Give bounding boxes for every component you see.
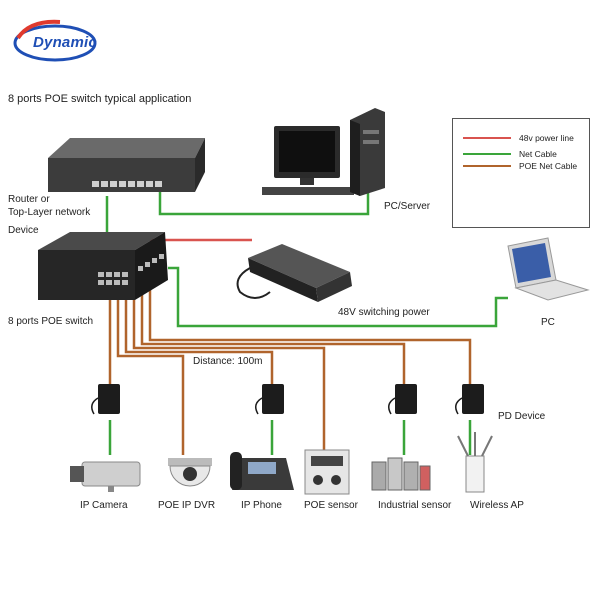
legend-swatch xyxy=(463,137,511,139)
dome-camera-icon xyxy=(168,458,212,487)
legend-label: Net Cable xyxy=(519,149,557,159)
endpoint-label-poe-sensor: POE sensor xyxy=(304,500,358,511)
legend-item-poe: POE Net Cable xyxy=(463,161,577,171)
legend-swatch xyxy=(463,165,511,167)
industrial-sensor-icon xyxy=(371,457,431,491)
wireless-ap-icon xyxy=(457,432,493,493)
net-cable-pc xyxy=(168,266,508,328)
router-label: Router or xyxy=(8,194,50,205)
router-icon xyxy=(48,138,205,192)
laptop-pc-icon xyxy=(507,237,590,301)
endpoint-label-wireless-ap: Wireless AP xyxy=(470,500,524,511)
pc-label: PC xyxy=(541,317,555,328)
router-label-2: Top-Layer network xyxy=(8,207,91,218)
pc-server-label: PC/Server xyxy=(384,201,431,212)
logo-text: Dynamic xyxy=(33,34,97,51)
device-label: Device xyxy=(8,225,39,236)
switching-power-supply-icon xyxy=(236,244,352,302)
net-cable-server xyxy=(158,190,370,216)
endpoint-label-poe-ip-dvr: POE IP DVR xyxy=(158,500,216,511)
legend-swatch xyxy=(463,153,511,155)
legend: 48v power line Net Cable POE Net Cable xyxy=(452,118,590,228)
poe-cables xyxy=(108,290,472,455)
power-label: 48V switching power xyxy=(338,307,430,318)
legend-item-net: Net Cable xyxy=(463,149,557,159)
ip-camera-icon xyxy=(70,461,141,492)
poe-sensor-icon xyxy=(304,449,350,495)
distance-label: Distance: 100m xyxy=(193,356,263,367)
endpoint-label-industrial-sensor: Industrial sensor xyxy=(378,500,452,511)
ip-phone-icon xyxy=(230,452,294,490)
pc-server-icon xyxy=(262,108,385,196)
endpoint-label-ip-phone: IP Phone xyxy=(241,500,282,511)
legend-label: 48v power line xyxy=(519,133,574,143)
adapter-cables xyxy=(108,420,472,455)
logo-swoosh-icon xyxy=(13,19,97,62)
switch-label: 8 ports POE switch xyxy=(8,316,94,327)
page-title: 8 ports POE switch typical application xyxy=(8,93,192,105)
legend-label: POE Net Cable xyxy=(519,161,578,171)
pd-device-label: PD Device xyxy=(498,411,546,422)
poe-switch-icon xyxy=(38,232,168,300)
pd-adapter-icons xyxy=(98,384,484,414)
endpoint-label-ip-camera: IP Camera xyxy=(80,500,128,511)
legend-item-power: 48v power line xyxy=(463,133,574,143)
